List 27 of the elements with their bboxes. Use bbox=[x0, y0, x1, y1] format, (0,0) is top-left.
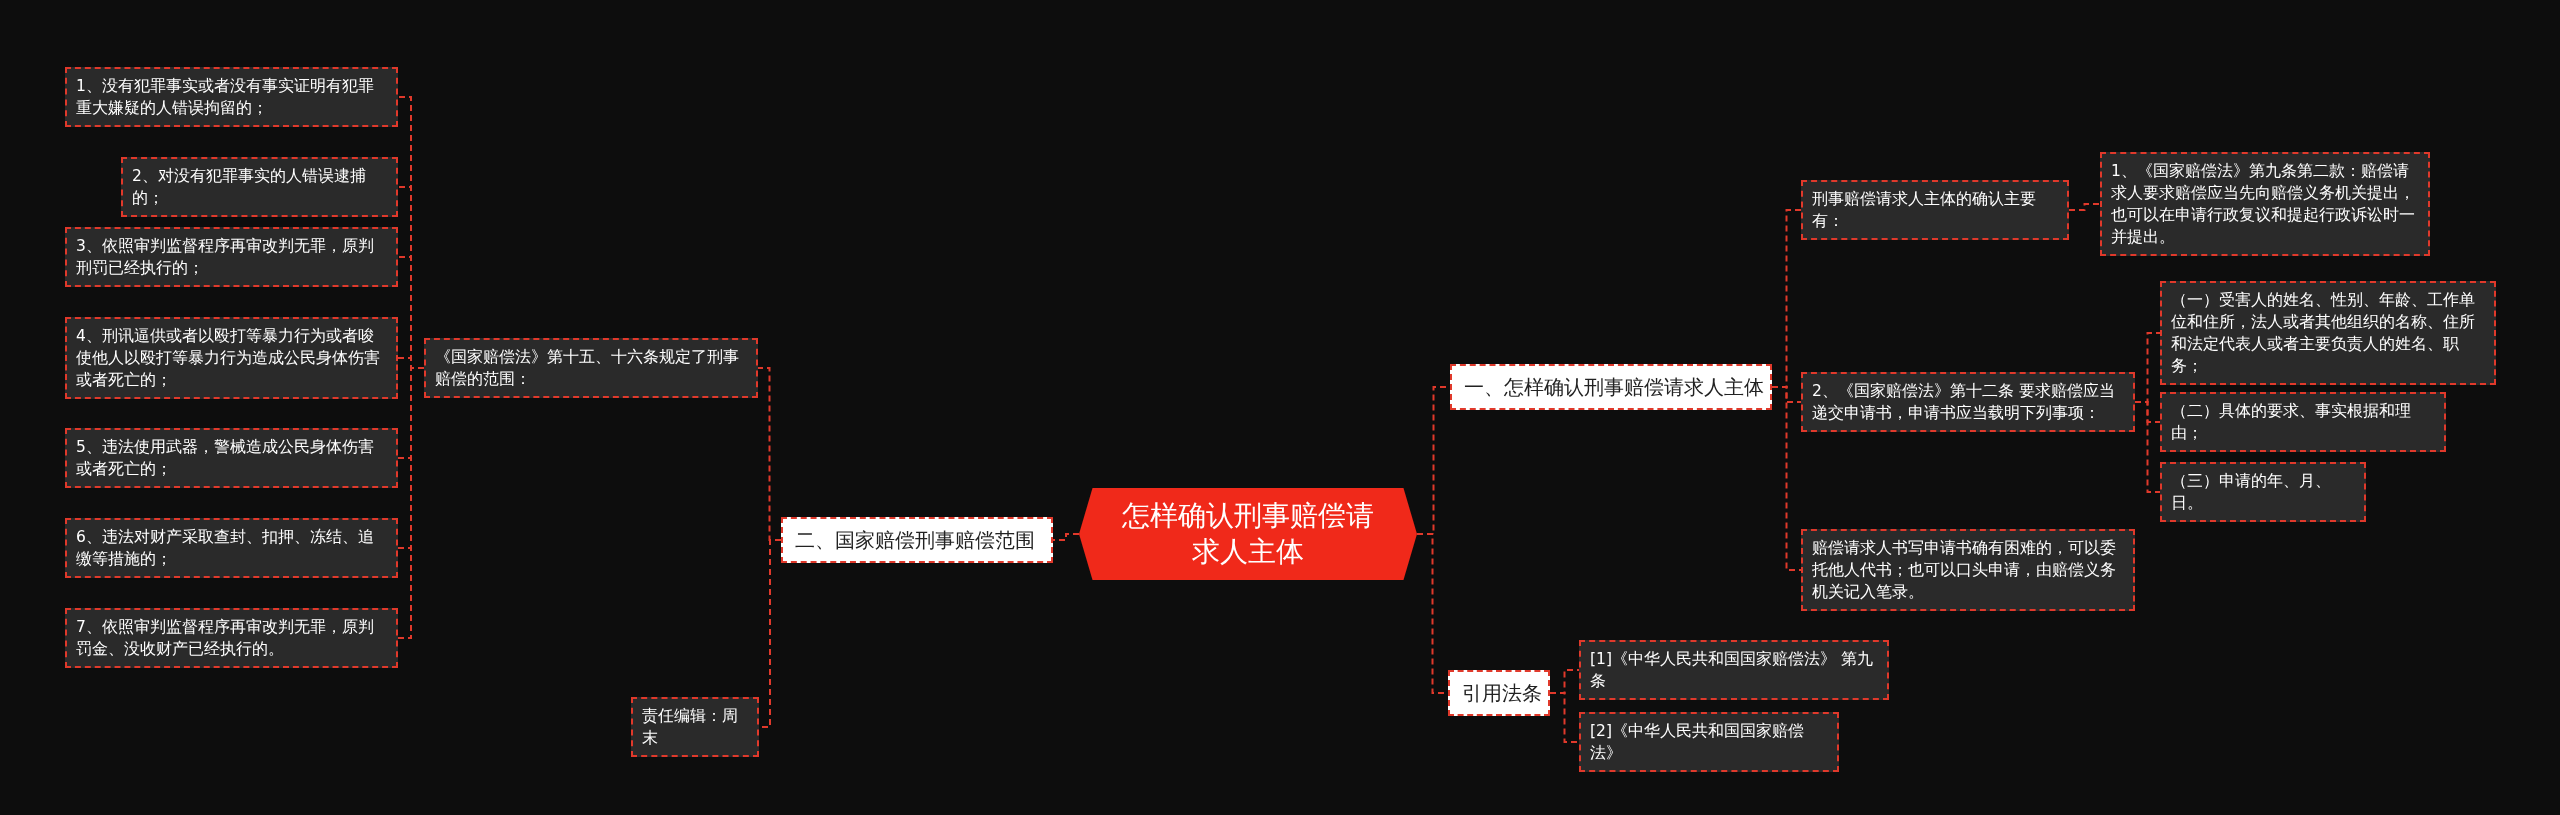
text-box: 赔偿请求人书写申请书确有困难的，可以委托他人代书；也可以口头申请，由赔偿义务机关记入笔录。 bbox=[1801, 529, 2135, 611]
text-box: 《国家赔偿法》第十五、十六条规定了刑事赔偿的范围： bbox=[424, 338, 758, 398]
connector bbox=[397, 367, 425, 639]
text-box: 责任编辑：周末 bbox=[631, 697, 759, 757]
branch-box: 一、怎样确认刑事赔偿请求人主体 bbox=[1450, 364, 1772, 410]
text-box: 6、违法对财产采取查封、扣押、冻结、追缴等措施的； bbox=[65, 518, 398, 578]
text-box: 5、违法使用武器，警械造成公民身体伤害或者死亡的； bbox=[65, 428, 398, 488]
connector bbox=[2068, 203, 2101, 211]
text-box: [2]《中华人民共和国国家赔偿法》 bbox=[1579, 712, 1839, 772]
text-box: （一）受害人的姓名、性别、年龄、工作单位和住所，法人或者其他组织的名称、住所和法定代表人或者主要负责人的姓名、职务； bbox=[2160, 281, 2496, 385]
connector bbox=[2134, 401, 2161, 493]
connector bbox=[1549, 692, 1580, 743]
branch-box: 二、国家赔偿刑事赔偿范围 bbox=[781, 517, 1053, 563]
text-box: 刑事赔偿请求人主体的确认主要有： bbox=[1801, 180, 2069, 240]
text-box: （二）具体的要求、事实根据和理由； bbox=[2160, 392, 2446, 452]
branch-box: 引用法条 bbox=[1448, 670, 1550, 716]
text-box: 2、《国家赔偿法》第十二条 要求赔偿应当递交申请书，申请书应当载明下列事项： bbox=[1801, 372, 2135, 432]
text-box: 3、依照审判监督程序再审改判无罪，原判刑罚已经执行的； bbox=[65, 227, 398, 287]
connector bbox=[1052, 533, 1080, 541]
text-box: （三）申请的年、月、日。 bbox=[2160, 462, 2366, 522]
text-box: 1、没有犯罪事实或者没有事实证明有犯罪重大嫌疑的人错误拘留的； bbox=[65, 67, 398, 127]
text-box: 7、依照审判监督程序再审改判无罪，原判罚金、没收财产已经执行的。 bbox=[65, 608, 398, 668]
text-box: 2、对没有犯罪事实的人错误逮捕的； bbox=[121, 157, 398, 217]
text-box: 4、刑讯逼供或者以殴打等暴力行为或者唆使他人以殴打等暴力行为造成公民身体伤害或者死亡的； bbox=[65, 317, 398, 399]
text-box: 1、《国家赔偿法》第九条第二款：赔偿请求人要求赔偿应当先向赔偿义务机关提出，也可以在申请行政复议和提起行政诉讼时一并提出。 bbox=[2100, 152, 2430, 256]
connector bbox=[1771, 386, 1802, 571]
text-box: [1]《中华人民共和国国家赔偿法》 第九条 bbox=[1579, 640, 1889, 700]
